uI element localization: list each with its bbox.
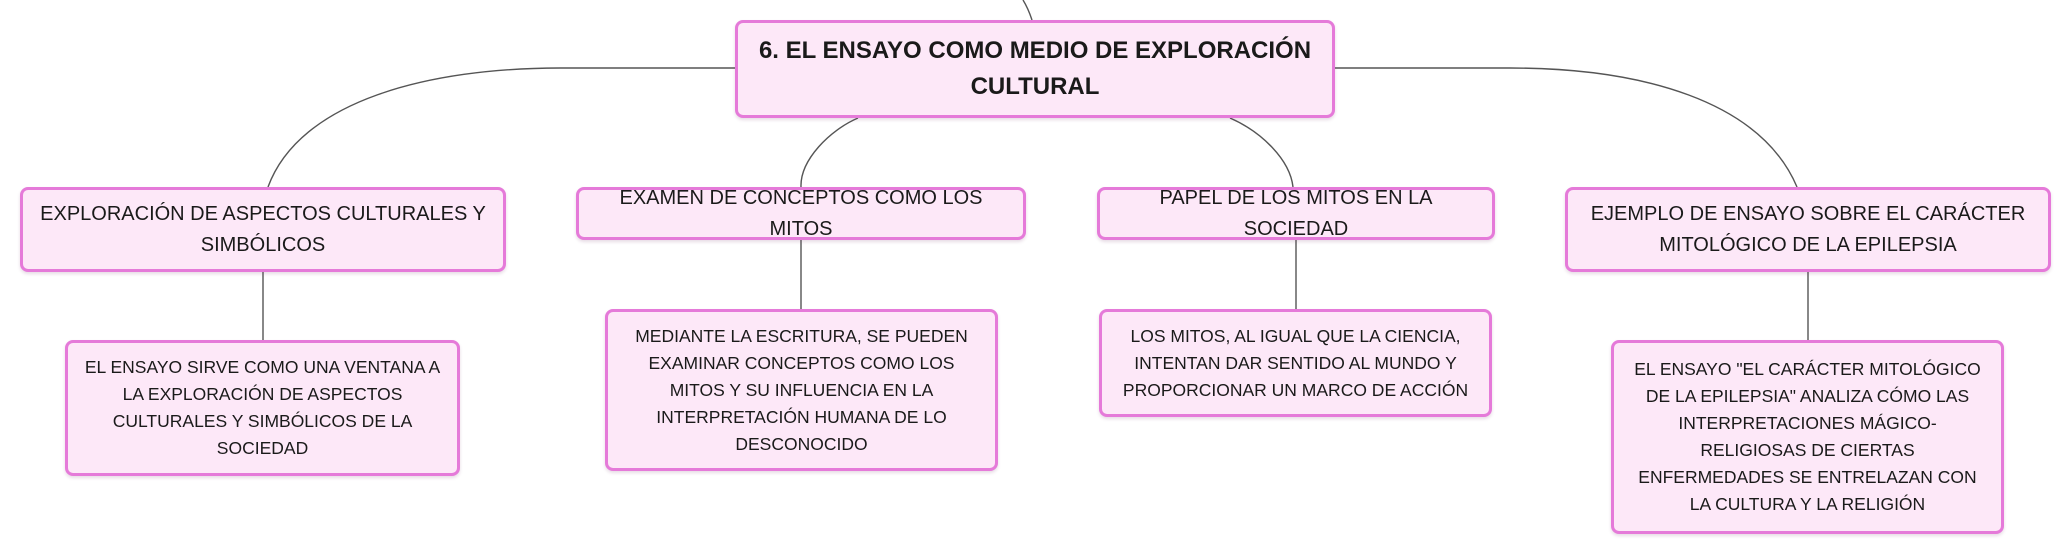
branch-title: EJEMPLO DE ENSAYO SOBRE EL CARÁCTER MITO… [1590, 202, 2026, 256]
connector-central-to-branch-2 [800, 117, 859, 188]
connector-central-to-branch-1 [267, 67, 735, 188]
branch-title: PAPEL DE LOS MITOS EN LA SOCIEDAD [1159, 186, 1433, 240]
branch-node-myth-role[interactable]: PAPEL DE LOS MITOS EN LA SOCIEDAD [1097, 187, 1495, 240]
detail-node-myth-role[interactable]: LOS MITOS, AL IGUAL QUE LA CIENCIA, INTE… [1099, 309, 1492, 417]
detail-node-myth-concepts[interactable]: MEDIANTE LA ESCRITURA, SE PUEDEN EXAMINA… [605, 309, 998, 471]
detail-text: EL ENSAYO "EL CARÁCTER MITOLÓGICO DE LA … [1634, 359, 1981, 514]
detail-text: MEDIANTE LA ESCRITURA, SE PUEDEN EXAMINA… [635, 325, 968, 454]
detail-node-epilepsy-example[interactable]: EL ENSAYO "EL CARÁCTER MITOLÓGICO DE LA … [1611, 340, 2004, 534]
connector-central-to-branch-4 [1335, 67, 1798, 188]
branch-node-epilepsy-example[interactable]: EJEMPLO DE ENSAYO SOBRE EL CARÁCTER MITO… [1565, 187, 2051, 272]
detail-text: LOS MITOS, AL IGUAL QUE LA CIENCIA, INTE… [1122, 325, 1469, 400]
connector-parent-stub [1022, 0, 1033, 21]
branch-title: EXPLORACIÓN DE ASPECTOS CULTURALES Y SIM… [40, 202, 486, 256]
branch-node-myth-concepts[interactable]: EXAMEN DE CONCEPTOS COMO LOS MITOS [576, 187, 1026, 240]
central-topic-node[interactable]: 6. EL ENSAYO COMO MEDIO DE EXPLORACIÓN C… [735, 20, 1335, 118]
branch-node-cultural-aspects[interactable]: EXPLORACIÓN DE ASPECTOS CULTURALES Y SIM… [20, 187, 506, 272]
connector-central-to-branch-3 [1229, 117, 1294, 188]
branch-title: EXAMEN DE CONCEPTOS COMO LOS MITOS [619, 186, 983, 240]
detail-node-cultural-aspects[interactable]: EL ENSAYO SIRVE COMO UNA VENTANA A LA EX… [65, 340, 460, 476]
detail-text: EL ENSAYO SIRVE COMO UNA VENTANA A LA EX… [84, 357, 441, 458]
central-topic-title: 6. EL ENSAYO COMO MEDIO DE EXPLORACIÓN C… [758, 37, 1312, 100]
